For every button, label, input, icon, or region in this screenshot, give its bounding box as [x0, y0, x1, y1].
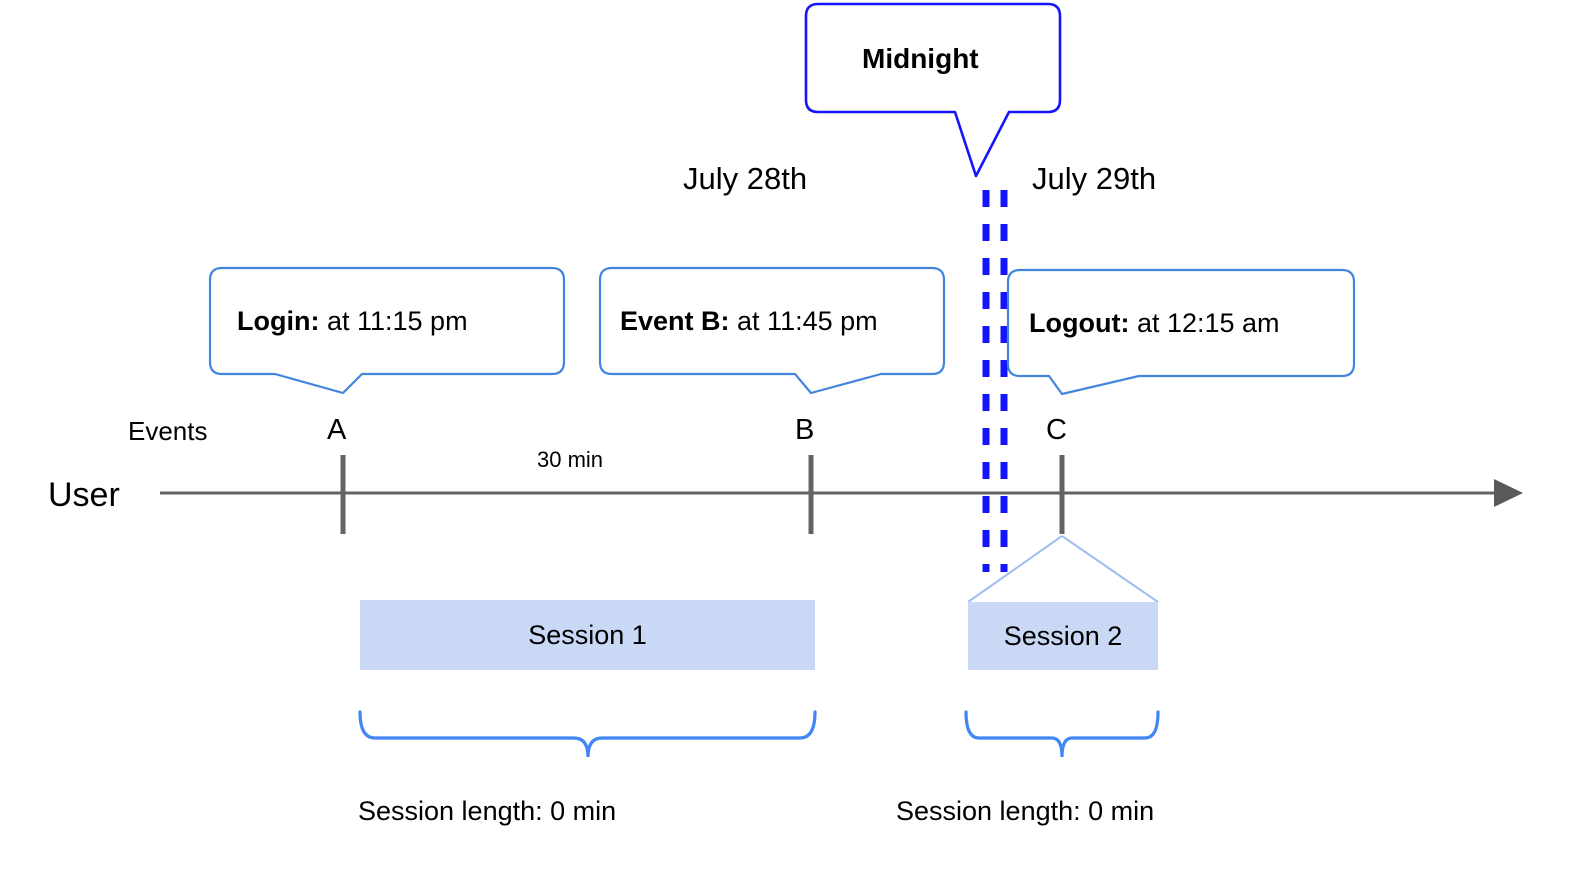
logout-callout-bold: Logout:: [1029, 308, 1130, 338]
session-box-1-label: Session 1: [528, 619, 647, 650]
event-tick-marks: [340, 455, 1065, 534]
logout-callout-label: Logout: at 12:15 am: [1029, 310, 1280, 337]
timeline-axis: [160, 479, 1523, 507]
session-length-label-2: Session length: 0 min: [896, 796, 1155, 826]
date-label-july-28: July 28th: [683, 161, 808, 196]
login-callout-bold: Login:: [237, 306, 320, 336]
login-callout-rest: at 11:15 pm: [319, 306, 468, 336]
session2-connector: [967, 535, 1159, 603]
axis-events-label: Events: [128, 416, 208, 446]
session-box-2-label: Session 2: [1003, 620, 1123, 651]
midnight-callout-label: Midnight: [862, 43, 979, 74]
event-letter-c: C: [1046, 414, 1067, 446]
eventb-callout-label: Event B: at 11:45 pm: [620, 308, 878, 335]
midnight-dashed-lines: [982, 190, 1008, 572]
eventb-callout-bold: Event B:: [620, 306, 730, 336]
event-letter-b: B: [795, 414, 815, 446]
session-box-2: Session 2: [968, 602, 1158, 670]
logout-callout-shape: [1006, 268, 1356, 396]
axis-row-label-user: User: [48, 476, 120, 514]
event-letter-a: A: [327, 414, 347, 446]
session-length-label-1: Session length: 0 min: [358, 796, 617, 826]
date-label-july-29: July 29th: [1032, 161, 1157, 196]
eventb-callout-rest: at 11:45 pm: [729, 306, 878, 336]
login-callout-shape: [208, 266, 566, 395]
session1-brace: [358, 710, 817, 758]
midnight-callout-shape: [804, 2, 1062, 178]
gap-duration-label: 30 min: [537, 447, 604, 472]
eventb-callout-shape: [598, 266, 946, 395]
login-callout-label: Login: at 11:15 pm: [237, 308, 468, 335]
session-box-1: Session 1: [360, 600, 815, 670]
logout-callout-rest: at 12:15 am: [1129, 308, 1280, 338]
session2-brace: [964, 710, 1160, 758]
